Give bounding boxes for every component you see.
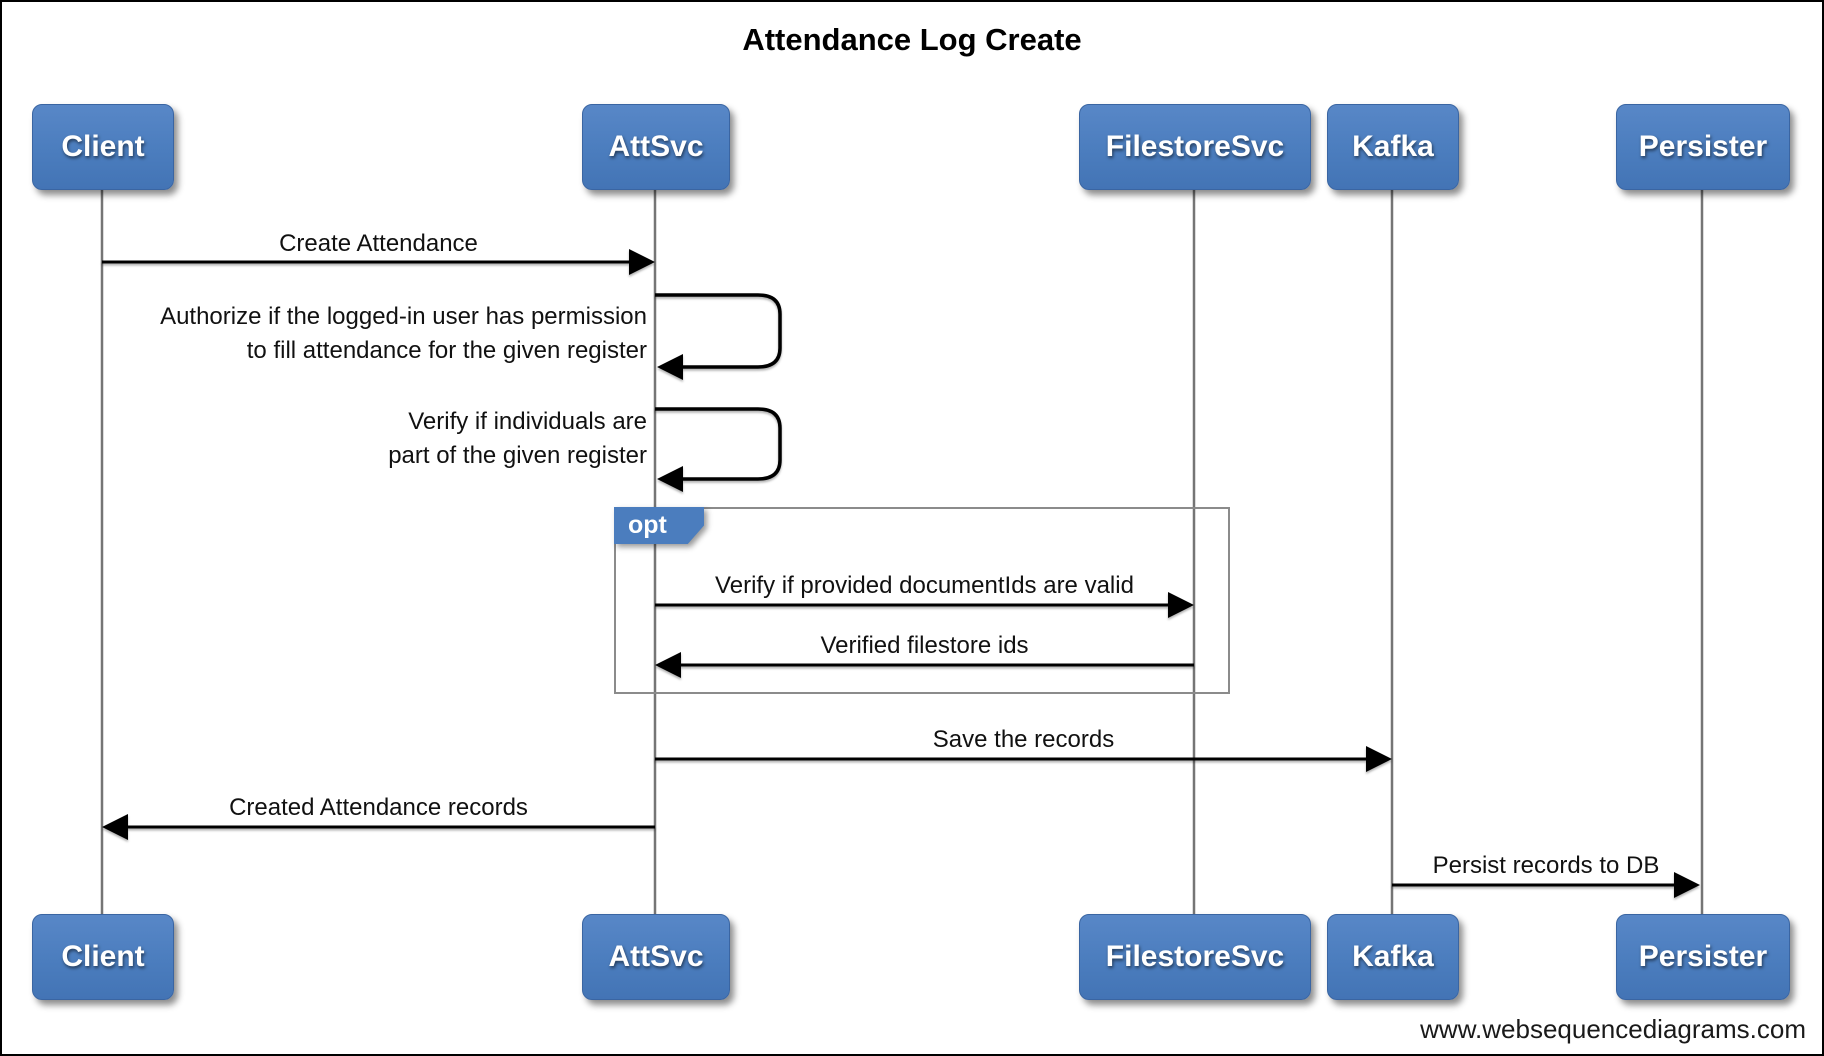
arrow-created-attendance: [102, 814, 655, 840]
arrow-head: [1674, 872, 1700, 898]
actor-label: Kafka: [1352, 130, 1434, 163]
arrow-head: [1168, 592, 1194, 618]
actor-top-attsvc: AttSvc: [582, 104, 730, 190]
actor-bottom-persister: Persister: [1616, 914, 1790, 1000]
arrow-head: [629, 249, 655, 275]
actor-bottom-attsvc: AttSvc: [582, 914, 730, 1000]
actor-label: Kafka: [1352, 940, 1434, 973]
actor-bottom-filestoresvc: FilestoreSvc: [1079, 914, 1311, 1000]
self-arrow-verify-individuals: [655, 407, 782, 492]
opt-fragment-label: opt: [614, 507, 704, 544]
arrow-verify-documentids: [655, 592, 1194, 618]
arrow-persist-records: [1392, 872, 1700, 898]
actor-bottom-client: Client: [32, 914, 174, 1000]
actor-top-kafka: Kafka: [1327, 104, 1459, 190]
message-label-created-attendance: Created Attendance records: [229, 794, 528, 821]
actor-label: Persister: [1638, 940, 1768, 973]
diagram-title: Attendance Log Create: [742, 22, 1082, 57]
message-arrows: [102, 249, 1700, 898]
actor-bottom-kafka: Kafka: [1327, 914, 1459, 1000]
arrow-head: [102, 814, 128, 840]
actor-label: FilestoreSvc: [1105, 940, 1285, 973]
arrow-verified-filestore-ids: [655, 652, 1194, 678]
arrow-head: [657, 466, 683, 492]
message-label-verify-individuals: Verify if individuals are part of the gi…: [388, 408, 647, 469]
arrow-head: [655, 652, 681, 678]
arrow-head: [1366, 746, 1392, 772]
message-label-verified-filestore-ids: Verified filestore ids: [820, 632, 1029, 659]
arrow-create-attendance: [102, 249, 655, 275]
actor-label: AttSvc: [608, 940, 704, 973]
actor-label: FilestoreSvc: [1105, 130, 1285, 163]
arrow-line: [655, 407, 782, 481]
arrow-line: [655, 293, 782, 369]
message-label-verify-documentids: Verify if provided documentIds are valid: [715, 572, 1134, 599]
opt-fragment-tab: opt: [614, 507, 704, 544]
actor-label: Client: [61, 940, 145, 973]
actor-label: Persister: [1638, 130, 1768, 163]
opt-fragment: [614, 507, 1230, 694]
message-label-persist-records: Persist records to DB: [1432, 852, 1660, 879]
self-arrow-authorize: [655, 293, 782, 380]
arrow-save-records: [655, 746, 1392, 772]
actor-label: AttSvc: [608, 130, 704, 163]
actor-top-persister: Persister: [1616, 104, 1790, 190]
arrow-head: [657, 354, 683, 380]
lifelines: [100, 188, 1704, 916]
message-label-authorize: Authorize if the logged-in user has perm…: [160, 303, 647, 364]
actor-label: Client: [61, 130, 145, 163]
watermark-url: www.websequencediagrams.com: [1420, 1014, 1806, 1044]
message-label-create-attendance: Create Attendance: [279, 230, 478, 257]
message-label-save-records: Save the records: [932, 726, 1115, 753]
actor-top-client: Client: [32, 104, 174, 190]
actor-top-filestoresvc: FilestoreSvc: [1079, 104, 1311, 190]
